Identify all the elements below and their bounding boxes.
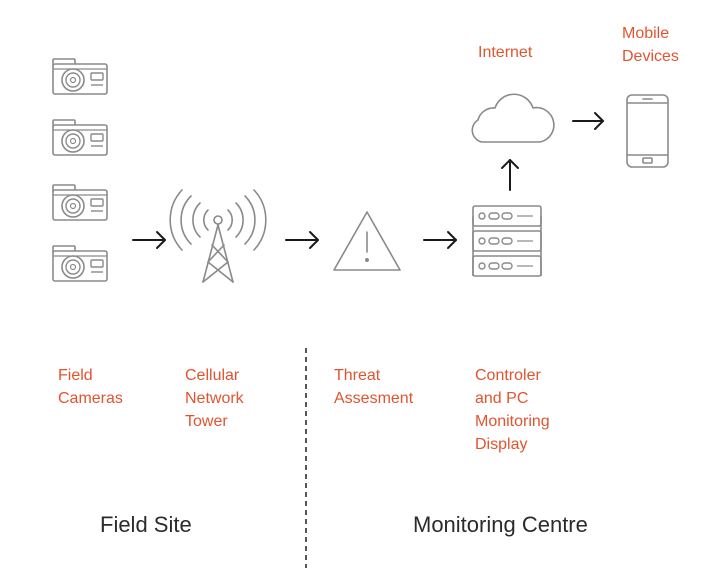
camera-icon xyxy=(52,119,108,156)
arrow-right-icon xyxy=(285,231,319,249)
field-site-heading: Field Site xyxy=(100,512,192,537)
cell-tower-icon xyxy=(169,189,267,283)
camera-icon xyxy=(52,58,108,95)
field-cameras-label: Field Cameras xyxy=(58,367,123,407)
threat-assessment-label: Threat Assesment xyxy=(334,367,414,407)
arrow-right-icon xyxy=(132,231,166,249)
smartphone-icon xyxy=(626,94,669,168)
server-rack-icon xyxy=(472,205,542,277)
arrow-up-icon xyxy=(501,159,519,191)
cellular-tower-label: Cellular Network Tower xyxy=(185,367,244,430)
warning-triangle-icon xyxy=(333,211,401,271)
monitoring-centre-heading: Monitoring Centre xyxy=(413,512,588,537)
arrow-right-icon xyxy=(423,231,457,249)
cloud-icon xyxy=(471,93,555,143)
camera-icon xyxy=(52,184,108,221)
mobile-devices-label: Mobile Devices xyxy=(622,25,679,65)
controller-display-label: Controler and PC Monitoring Display xyxy=(475,367,550,453)
internet-label: Internet xyxy=(478,44,533,61)
camera-icon xyxy=(52,245,108,282)
arrow-right-icon xyxy=(572,112,604,130)
